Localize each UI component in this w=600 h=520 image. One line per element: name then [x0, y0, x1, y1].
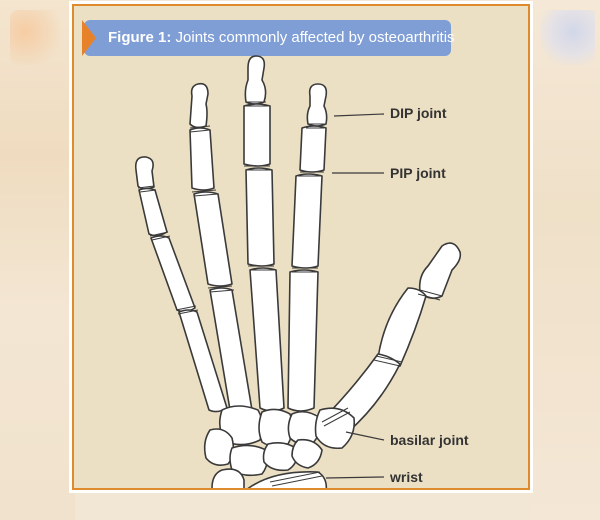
pip-joint-label: PIP joint — [390, 165, 446, 181]
background-blur-left — [0, 0, 75, 520]
dip-joint-label: DIP joint — [390, 105, 447, 121]
carpal-bones — [203, 405, 356, 477]
thumb-bones — [321, 242, 462, 434]
caption-text: Figure 1: Joints commonly affected by os… — [108, 29, 455, 46]
caption-title: Joints commonly affected by osteoarthrit… — [175, 29, 455, 46]
figure-caption: Figure 1: Joints commonly affected by os… — [82, 20, 455, 56]
caption-figure-number: Figure 1: — [108, 29, 172, 46]
ring-finger-bones — [189, 82, 253, 414]
label-leader-lines — [325, 113, 385, 479]
wrist-label: wrist — [390, 469, 423, 485]
caption-arrow-icon — [82, 20, 96, 56]
background-blur-right — [530, 0, 600, 520]
middle-finger-bones — [243, 55, 285, 412]
index-finger-bones — [287, 83, 328, 412]
basilar-joint-label: basilar joint — [390, 432, 469, 448]
forearm-bones — [211, 468, 328, 488]
joint-hatching — [137, 101, 443, 487]
